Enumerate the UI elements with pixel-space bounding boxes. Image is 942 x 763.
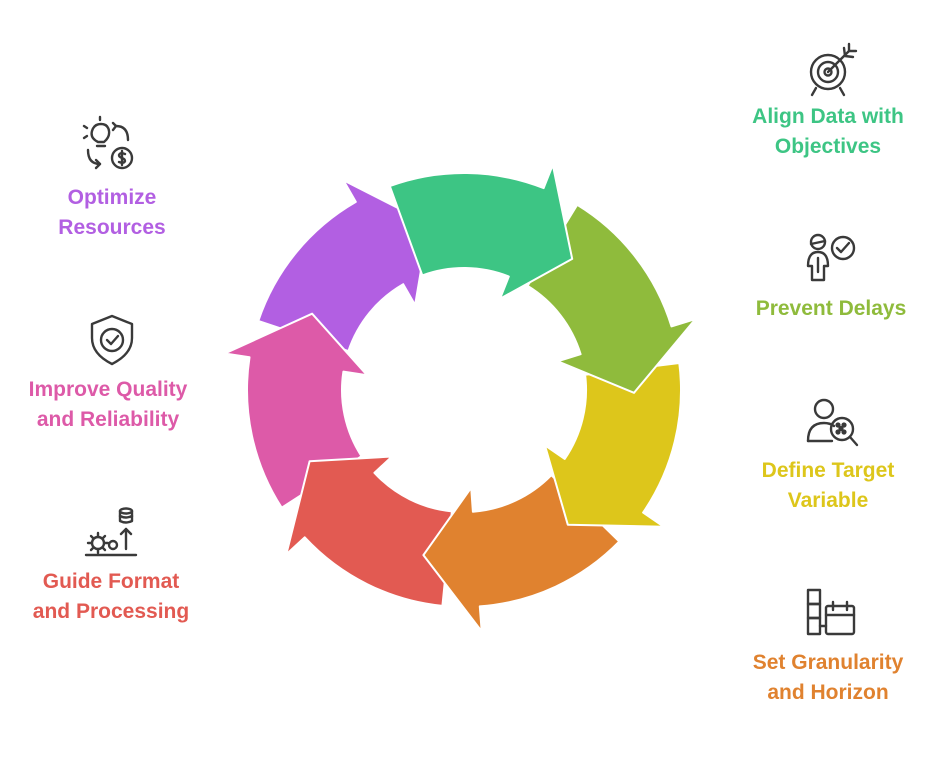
granularity-label: Set Granularity and Horizon bbox=[752, 651, 904, 704]
delays-label: Prevent Delays bbox=[755, 297, 907, 320]
target-arrow-icon bbox=[804, 42, 860, 98]
cycle-arrow-resources bbox=[257, 179, 430, 353]
resources-label: Optimize Resources bbox=[58, 186, 166, 239]
blocks-calendar-icon bbox=[804, 586, 860, 642]
cycle-arrow-align bbox=[388, 163, 574, 300]
format-label: Guide Format and Processing bbox=[32, 570, 190, 623]
target-label: Define Target Variable bbox=[761, 459, 895, 512]
cycle-arrow-target bbox=[543, 362, 682, 528]
shield-check-icon bbox=[84, 312, 140, 368]
cycle-arrow-format bbox=[285, 455, 453, 607]
person-check-icon bbox=[804, 230, 860, 286]
person-search-icon bbox=[804, 395, 860, 451]
align-label: Align Data with Objectives bbox=[752, 105, 904, 158]
gears-database-icon bbox=[84, 505, 140, 561]
bulb-cycle-money-icon bbox=[82, 115, 140, 176]
quality-label: Improve Quality and Reliability bbox=[28, 378, 188, 431]
